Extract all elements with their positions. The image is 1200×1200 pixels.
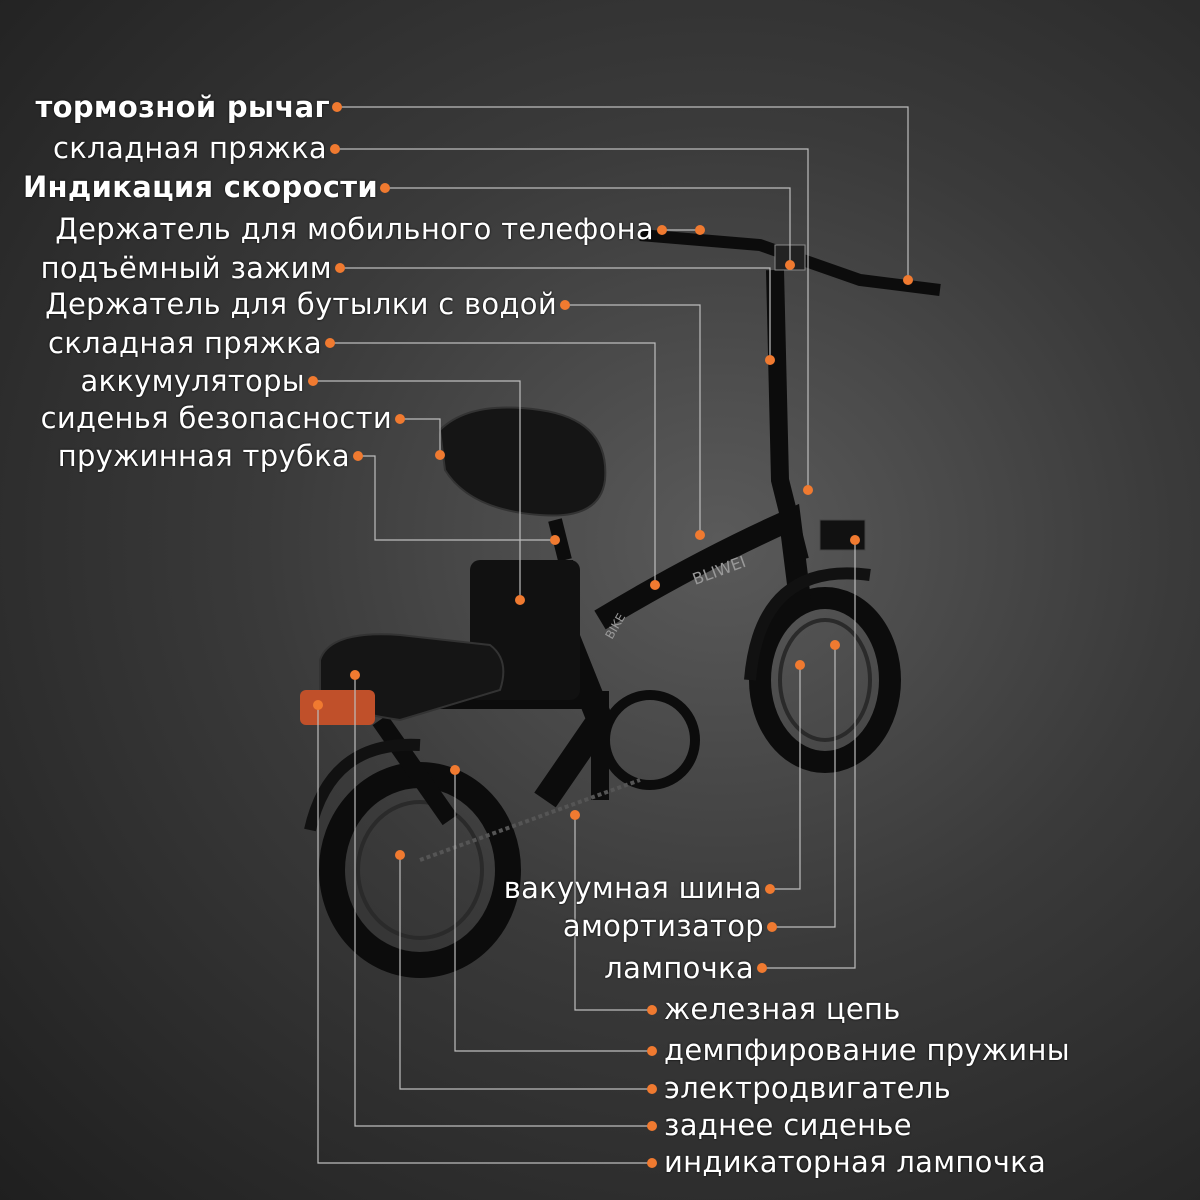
front-seat <box>438 406 607 517</box>
leader-line <box>313 380 521 600</box>
leader-line <box>340 267 771 360</box>
label-lift-clamp: подъёмный зажим <box>40 251 332 285</box>
marker-dots <box>308 102 913 1168</box>
leader-line <box>354 675 652 1127</box>
leader-line <box>399 855 652 1090</box>
leader-line <box>317 705 652 1164</box>
leader-line <box>770 665 801 890</box>
label-spring-damping: демпфирование пружины <box>664 1033 1070 1067</box>
front-wheel-rim <box>778 618 872 742</box>
leader-line <box>330 342 656 585</box>
label-iron-chain: железная цепь <box>664 992 901 1026</box>
label-bottle-holder: Держатель для бутылки с водой <box>45 287 557 321</box>
label-folding-buckle: складная пряжка <box>48 326 322 360</box>
leader-line <box>358 455 555 541</box>
stem <box>766 269 809 563</box>
label-rear-seat: заднее сиденье <box>664 1108 912 1142</box>
label-indicator-lamp: индикаторная лампочка <box>664 1145 1047 1179</box>
rear-light <box>300 690 375 725</box>
leader-line <box>400 418 441 455</box>
front-fender <box>744 567 871 681</box>
front-wheel <box>749 587 901 773</box>
leader-line <box>772 645 836 928</box>
leader-line <box>385 187 791 265</box>
label-safety-seat: сиденья безопасности <box>40 401 392 435</box>
leader-line <box>337 106 909 280</box>
headlight <box>819 519 866 551</box>
label-speed-indicator: Индикация скорости <box>22 170 378 204</box>
label-electric-motor: электродвигатель <box>664 1071 952 1105</box>
leader-line <box>335 148 809 490</box>
label-spring-tube: пружинная трубка <box>57 439 350 473</box>
label-batteries: аккумуляторы <box>80 364 305 398</box>
frame <box>594 503 811 630</box>
handlebar <box>639 229 941 296</box>
rear-stay <box>372 714 458 826</box>
label-lamp: лампочка <box>604 951 754 985</box>
leader-line <box>574 815 652 1011</box>
label-shock-absorber: амортизатор <box>562 909 764 943</box>
leader-line <box>454 770 652 1052</box>
rear-wheel-rim <box>356 800 484 940</box>
leader-line <box>762 540 856 969</box>
rear-fender <box>304 738 421 832</box>
label-phone-holder: Держатель для мобильного телефона <box>55 212 654 246</box>
leader-line <box>565 304 701 535</box>
label-folding-buckle-top: складная пряжка <box>53 131 327 165</box>
label-vacuum-tire: вакуумная шина <box>503 871 762 905</box>
label-brake-lever: тормозной рычаг <box>35 90 330 124</box>
